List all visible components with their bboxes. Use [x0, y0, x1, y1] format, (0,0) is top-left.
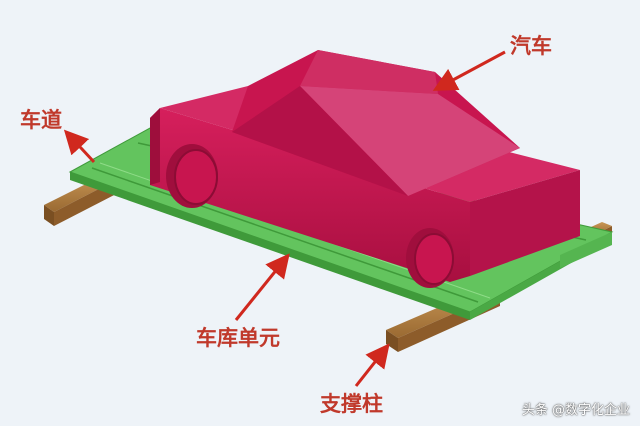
- arrow-garage-unit: [234, 253, 290, 321]
- arrow-pillar: [354, 343, 390, 387]
- label-lane: 车道: [20, 108, 62, 132]
- wheel-front: [406, 228, 454, 288]
- label-garage-unit: 车库单元: [196, 326, 280, 350]
- label-car: 汽车: [510, 34, 552, 58]
- arrow-car: [432, 50, 506, 91]
- arrow-lane: [63, 129, 96, 164]
- label-pillar: 支撑柱: [320, 392, 383, 416]
- wheel-rear: [166, 144, 218, 208]
- car-model: [150, 50, 580, 288]
- watermark: 头条 @数字化企业: [521, 403, 630, 418]
